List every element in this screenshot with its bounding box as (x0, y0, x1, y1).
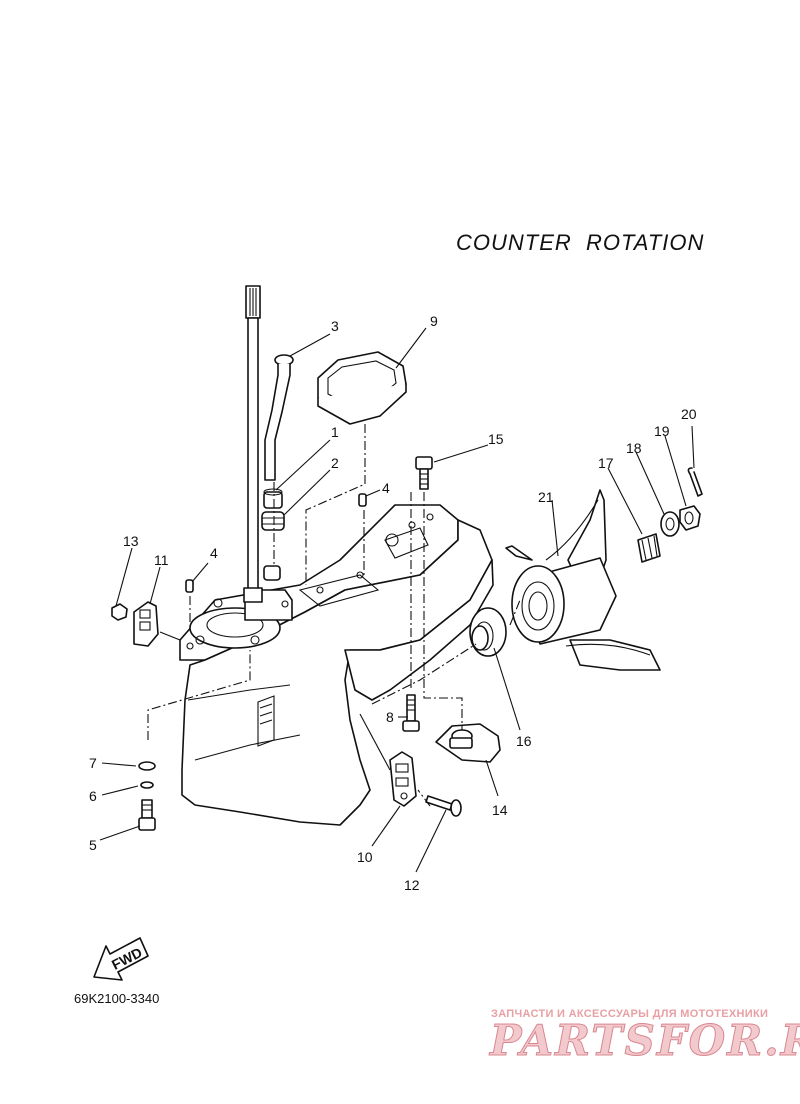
callout-3: 3 (331, 318, 339, 334)
drive-shaft (243, 285, 263, 603)
leader-lines (99, 327, 695, 873)
callout-4-left: 4 (210, 545, 218, 561)
anode-10 (389, 751, 417, 807)
watermark-brand: PARTSFOR.RU (489, 1016, 800, 1065)
drain-plug (138, 761, 156, 831)
callout-20: 20 (681, 406, 697, 422)
fwd-label: FWD (109, 944, 145, 973)
anode-11 (133, 601, 159, 647)
callout-15: 15 (488, 431, 504, 447)
bolt-12 (425, 795, 462, 817)
callout-11: 11 (154, 552, 169, 568)
callout-13: 13 (123, 533, 139, 549)
fwd-arrow-icon: FWD (93, 937, 149, 981)
callout-1: 1 (331, 424, 339, 440)
gasket (317, 351, 407, 425)
callout-18: 18 (626, 440, 642, 456)
water-tube (264, 354, 294, 481)
callout-16: 16 (516, 733, 532, 749)
thrust-washer-16 (469, 607, 507, 657)
spacer-17 (637, 533, 661, 563)
catalog-code: 69K2100-3340 (74, 991, 160, 1006)
grommets (261, 488, 285, 581)
propeller-21 (505, 489, 661, 671)
callout-10: 10 (357, 849, 373, 865)
callout-8: 8 (386, 709, 394, 725)
callout-17: 17 (598, 455, 614, 471)
nut-13 (111, 603, 128, 621)
washer-18 (660, 511, 680, 537)
bolt-8 (402, 694, 420, 732)
nut-19 (679, 505, 701, 531)
callout-12: 12 (404, 877, 420, 893)
cotter-pin-20 (687, 467, 703, 497)
lower-casing (179, 504, 494, 826)
callout-2: 2 (331, 455, 339, 471)
callout-5: 5 (89, 837, 97, 853)
body-vents (257, 695, 275, 747)
assembly-lines (147, 424, 521, 807)
callout-19: 19 (654, 423, 670, 439)
dowel-pins (185, 493, 367, 593)
diagram-title: COUNTER ROTATION (456, 230, 705, 255)
callout-labels: 1 2 3 4 4 5 6 7 8 9 10 11 12 13 14 15 16… (89, 313, 697, 893)
callout-9: 9 (430, 313, 438, 329)
callout-7: 7 (89, 755, 97, 771)
trim-tab-14 (435, 723, 501, 763)
bolt-15 (415, 456, 433, 490)
callout-6: 6 (89, 788, 97, 804)
callout-14: 14 (492, 802, 508, 818)
callout-4-right: 4 (382, 480, 390, 496)
watermark-tagline: ЗАПЧАСТИ И АКСЕССУАРЫ ДЛЯ МОТОТЕХНИКИ (491, 1008, 769, 1020)
callout-21: 21 (538, 489, 554, 505)
